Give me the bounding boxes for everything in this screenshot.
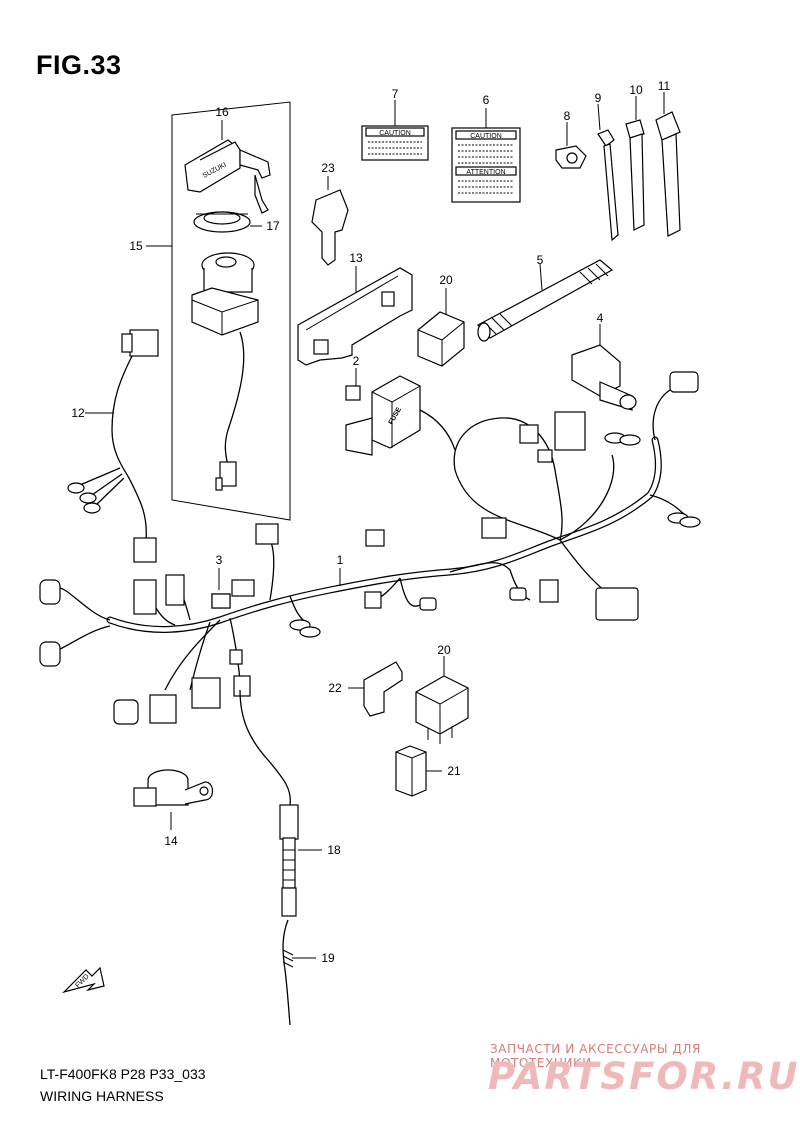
coupler-21 [395, 745, 442, 797]
callout-19: 19 [321, 951, 335, 965]
part-14-sensor [133, 769, 214, 830]
caution-text: CAUTION [379, 130, 411, 137]
callout-23: 23 [321, 161, 335, 175]
callout-16: 16 [215, 105, 229, 119]
callout-numbers: 1 2 3 4 5 6 7 8 9 10 11 12 13 14 15 16 1… [71, 79, 670, 965]
figure-code: LT-F400FK8 P28 P33_033 [40, 1066, 206, 1082]
caution-attention-label-6: CAUTION ATTENTION [451, 108, 521, 203]
tube-5 [477, 259, 614, 342]
callout-4: 4 [597, 311, 604, 325]
callout-7: 7 [392, 87, 399, 101]
relay-20-top [417, 288, 465, 367]
callout-20-top: 20 [439, 273, 453, 287]
callout-17: 17 [266, 219, 280, 233]
callout-14: 14 [164, 834, 178, 848]
fwd-arrow-icon: FWD [61, 966, 105, 994]
relay-20-bottom [415, 656, 469, 744]
cable-tie-9 [597, 103, 619, 242]
callout-20-bottom: 20 [437, 643, 451, 657]
callout-21: 21 [447, 764, 461, 778]
callout-18: 18 [327, 843, 341, 857]
callout-10: 10 [629, 83, 643, 97]
cable-tie-11 [655, 92, 681, 237]
attention-text: ATTENTION [466, 169, 505, 176]
callout-13: 13 [349, 251, 363, 265]
callout-6: 6 [483, 93, 490, 107]
callout-1: 1 [337, 553, 344, 567]
clamp-8 [555, 122, 587, 169]
fuse-box-2: FUSE [345, 368, 456, 456]
callout-8: 8 [564, 109, 571, 123]
callout-3: 3 [216, 553, 223, 567]
callout-22: 22 [328, 681, 342, 695]
callout-15: 15 [129, 239, 143, 253]
sub-harness-12 [67, 329, 159, 563]
part-3 [211, 568, 231, 609]
caution-text-2: CAUTION [470, 133, 502, 140]
caution-label-7: CAUTION [361, 100, 429, 161]
figure-title: FIG.33 [36, 50, 122, 80]
cable-tie-10 [625, 96, 645, 231]
part-23-key [311, 176, 349, 266]
callout-5: 5 [537, 253, 544, 267]
watermark-logo: PARTSFOR.RU [488, 1055, 800, 1098]
ignition-switch-group: SUZUKI [146, 101, 291, 521]
figure-name: WIRING HARNESS [40, 1088, 164, 1104]
part-18-19-sensor [239, 689, 322, 1026]
callout-11: 11 [658, 79, 671, 93]
bracket-22 [348, 661, 403, 717]
cap-4 [571, 324, 637, 411]
bracket-13 [297, 266, 413, 366]
callout-12: 12 [71, 406, 85, 420]
callout-9: 9 [595, 91, 602, 105]
watermark-tagline: ЗАПЧАСТИ И АКСЕССУАРЫ ДЛЯ МОТОТЕХНИКИ [490, 1042, 701, 1070]
callout-2: 2 [353, 354, 360, 368]
